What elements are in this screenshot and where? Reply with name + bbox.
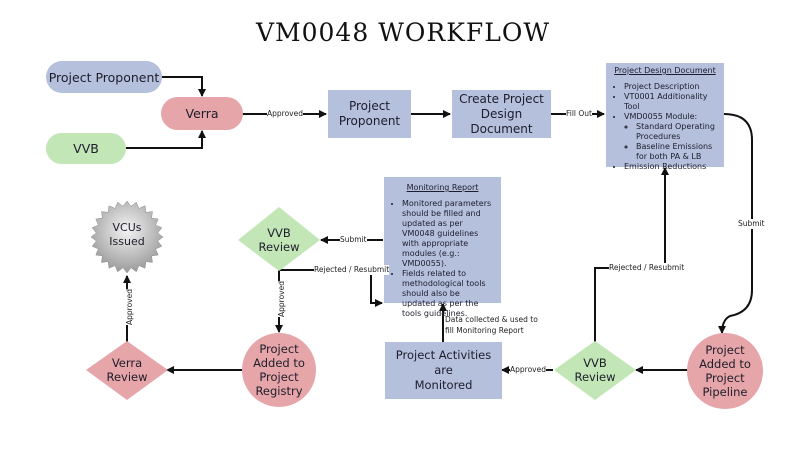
diamond-vvb-review-top — [238, 207, 320, 271]
edge-label-submit-right: Submit — [738, 219, 765, 229]
node-project-pipeline: Project Added to Project Pipeline — [687, 333, 763, 409]
edge-label-data-collected: Data collected & used to fill Monitoring… — [445, 315, 538, 335]
edge-pdd-to-pipeline — [718, 113, 753, 334]
pdd-title: Project Design Document — [614, 66, 716, 75]
list-item: Monitored parameters should be filled an… — [402, 199, 495, 269]
edge-proponent-to-verra — [162, 76, 206, 97]
node-label: Project Added to Project Pipeline — [699, 343, 751, 399]
node-project-proponent: Project Proponent — [328, 90, 411, 138]
edge-label-submit-mid: Submit — [340, 235, 367, 245]
list-item: Project Description — [624, 82, 718, 92]
diamond-vvb-review-bottom — [554, 341, 636, 400]
monitoring-list: Monitored parameters should be filled an… — [390, 199, 495, 319]
monitoring-report: Monitoring Report Monitored parameters s… — [384, 177, 501, 318]
edge-label-rejected-mid: Rejected / Resubmit — [314, 265, 390, 275]
edge-label-approved: Approved — [267, 109, 303, 119]
node-vvb-review-bottom: VVB Review — [563, 352, 627, 388]
edge-label-approved-vvb: Approved — [276, 281, 287, 317]
list-item: VT0001 Additionality Tool — [624, 92, 718, 112]
list-item: VMD0055 Module: Standard Operating Proce… — [624, 112, 718, 162]
edge-label-rejected-right: Rejected / Resubmit — [609, 263, 685, 273]
node-label: Project Proponent — [48, 69, 160, 85]
edge-label-fill-out: Fill Out — [566, 109, 593, 119]
node-label: VVB — [73, 141, 99, 156]
edge-vvb-to-verra — [126, 130, 206, 149]
list-item: Fields related to methodological tools s… — [402, 269, 495, 319]
list-item: Emission Reductions — [624, 162, 718, 172]
node-verra: Verra — [161, 97, 243, 130]
node-verra-review: Verra Review — [95, 352, 159, 388]
node-project-activities: Project Activities are Monitored — [385, 342, 502, 399]
node-vvb-review-top: VVB Review — [247, 222, 311, 258]
edge-label-approved-bottom: Approved — [510, 365, 546, 375]
diamond-verra-review — [86, 341, 168, 400]
list-item: Baseline Emissions for both PA & LB — [636, 142, 718, 162]
node-label: Project Proponent — [338, 99, 401, 128]
edge-vvb-review-to-pdd — [594, 167, 669, 342]
pdd-sublist: Standard Operating Procedures Baseline E… — [624, 122, 718, 162]
node-label: Verra Review — [106, 356, 148, 384]
monitoring-title: Monitoring Report — [406, 183, 479, 192]
node-label: VVB Review — [258, 226, 300, 254]
node-create-pdd: Create Project Design Document — [452, 90, 551, 138]
edge-label-approved-verra: Approved — [124, 289, 135, 325]
pdd-list: Project Description VT0001 Additionality… — [612, 82, 718, 172]
node-project-proponent-top: Project Proponent — [46, 61, 162, 93]
list-item-text: VMD0055 Module: — [624, 112, 698, 121]
node-label: Create Project Design Document — [459, 91, 544, 136]
node-project-registry: Project Added to Project Registry — [242, 333, 316, 407]
node-vvb: VVB — [46, 133, 126, 164]
node-label: Project Added to Project Registry — [253, 342, 305, 398]
node-label: Verra — [185, 106, 219, 121]
diagram-title: VM0048 WORKFLOW — [255, 18, 551, 47]
vcus-badge-shape — [90, 200, 164, 274]
project-design-document: Project Design Document Project Descript… — [606, 63, 724, 171]
node-vcus-issued: VCUs Issued — [97, 215, 157, 255]
node-label: VCUs Issued — [109, 221, 145, 248]
list-item: Standard Operating Procedures — [636, 122, 718, 142]
node-label: Project Activities are Monitored — [395, 348, 492, 392]
node-label: VVB Review — [574, 356, 616, 384]
